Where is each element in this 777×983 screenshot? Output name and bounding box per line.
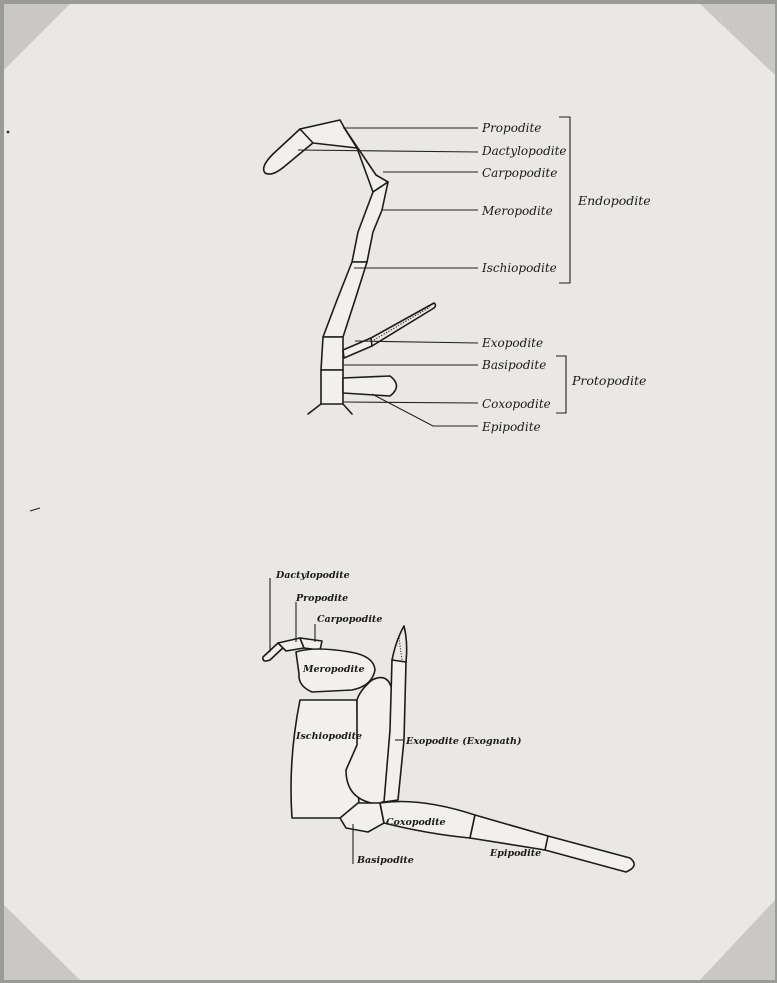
d2-label-epipodite: Epipodite (489, 848, 541, 859)
stray-dot (7, 131, 10, 134)
d1-label-basipodite: Basipodite (481, 358, 546, 372)
d2-carpopodite-segment (300, 638, 322, 650)
d2-label-propodite: Propodite (295, 593, 348, 604)
d1-label-meropodite: Meropodite (481, 204, 553, 218)
d1-label-protopodite: Protopodite (571, 373, 646, 388)
d2-label-coxopodite: Coxopodite (386, 817, 446, 828)
d2-label-exopodite: Exopodite (Exognath) (405, 736, 521, 747)
d1-label-ischiopodite: Ischiopodite (481, 261, 557, 275)
d1-epipodite-segment (343, 376, 397, 396)
d1-label-exopodite: Exopodite (481, 336, 543, 350)
d1-coxopodite-segment (321, 370, 343, 404)
d2-label-dactylopodite: Dactylopodite (275, 570, 350, 581)
d1-label-endopodite: Endopodite (577, 193, 651, 208)
d2-label-meropodite: Meropodite (302, 664, 365, 675)
d1-label-epipodite: Epipodite (481, 420, 541, 434)
d2-ischiopodite-segment (291, 700, 359, 818)
d1-basipodite-segment (321, 337, 343, 370)
d2-label-basipodite: Basipodite (356, 855, 414, 866)
d1-label-coxopodite: Coxopodite (482, 397, 551, 411)
d1-label-carpopodite: Carpopodite (482, 166, 557, 180)
d2-label-carpopodite: Carpopodite (317, 614, 382, 625)
d1-label-dactylopodite: Dactylopodite (481, 144, 567, 158)
paper-shading (4, 4, 775, 980)
d1-label-propodite: Propodite (481, 121, 541, 135)
d2-label-ischiopodite: Ischiopodite (295, 731, 362, 742)
